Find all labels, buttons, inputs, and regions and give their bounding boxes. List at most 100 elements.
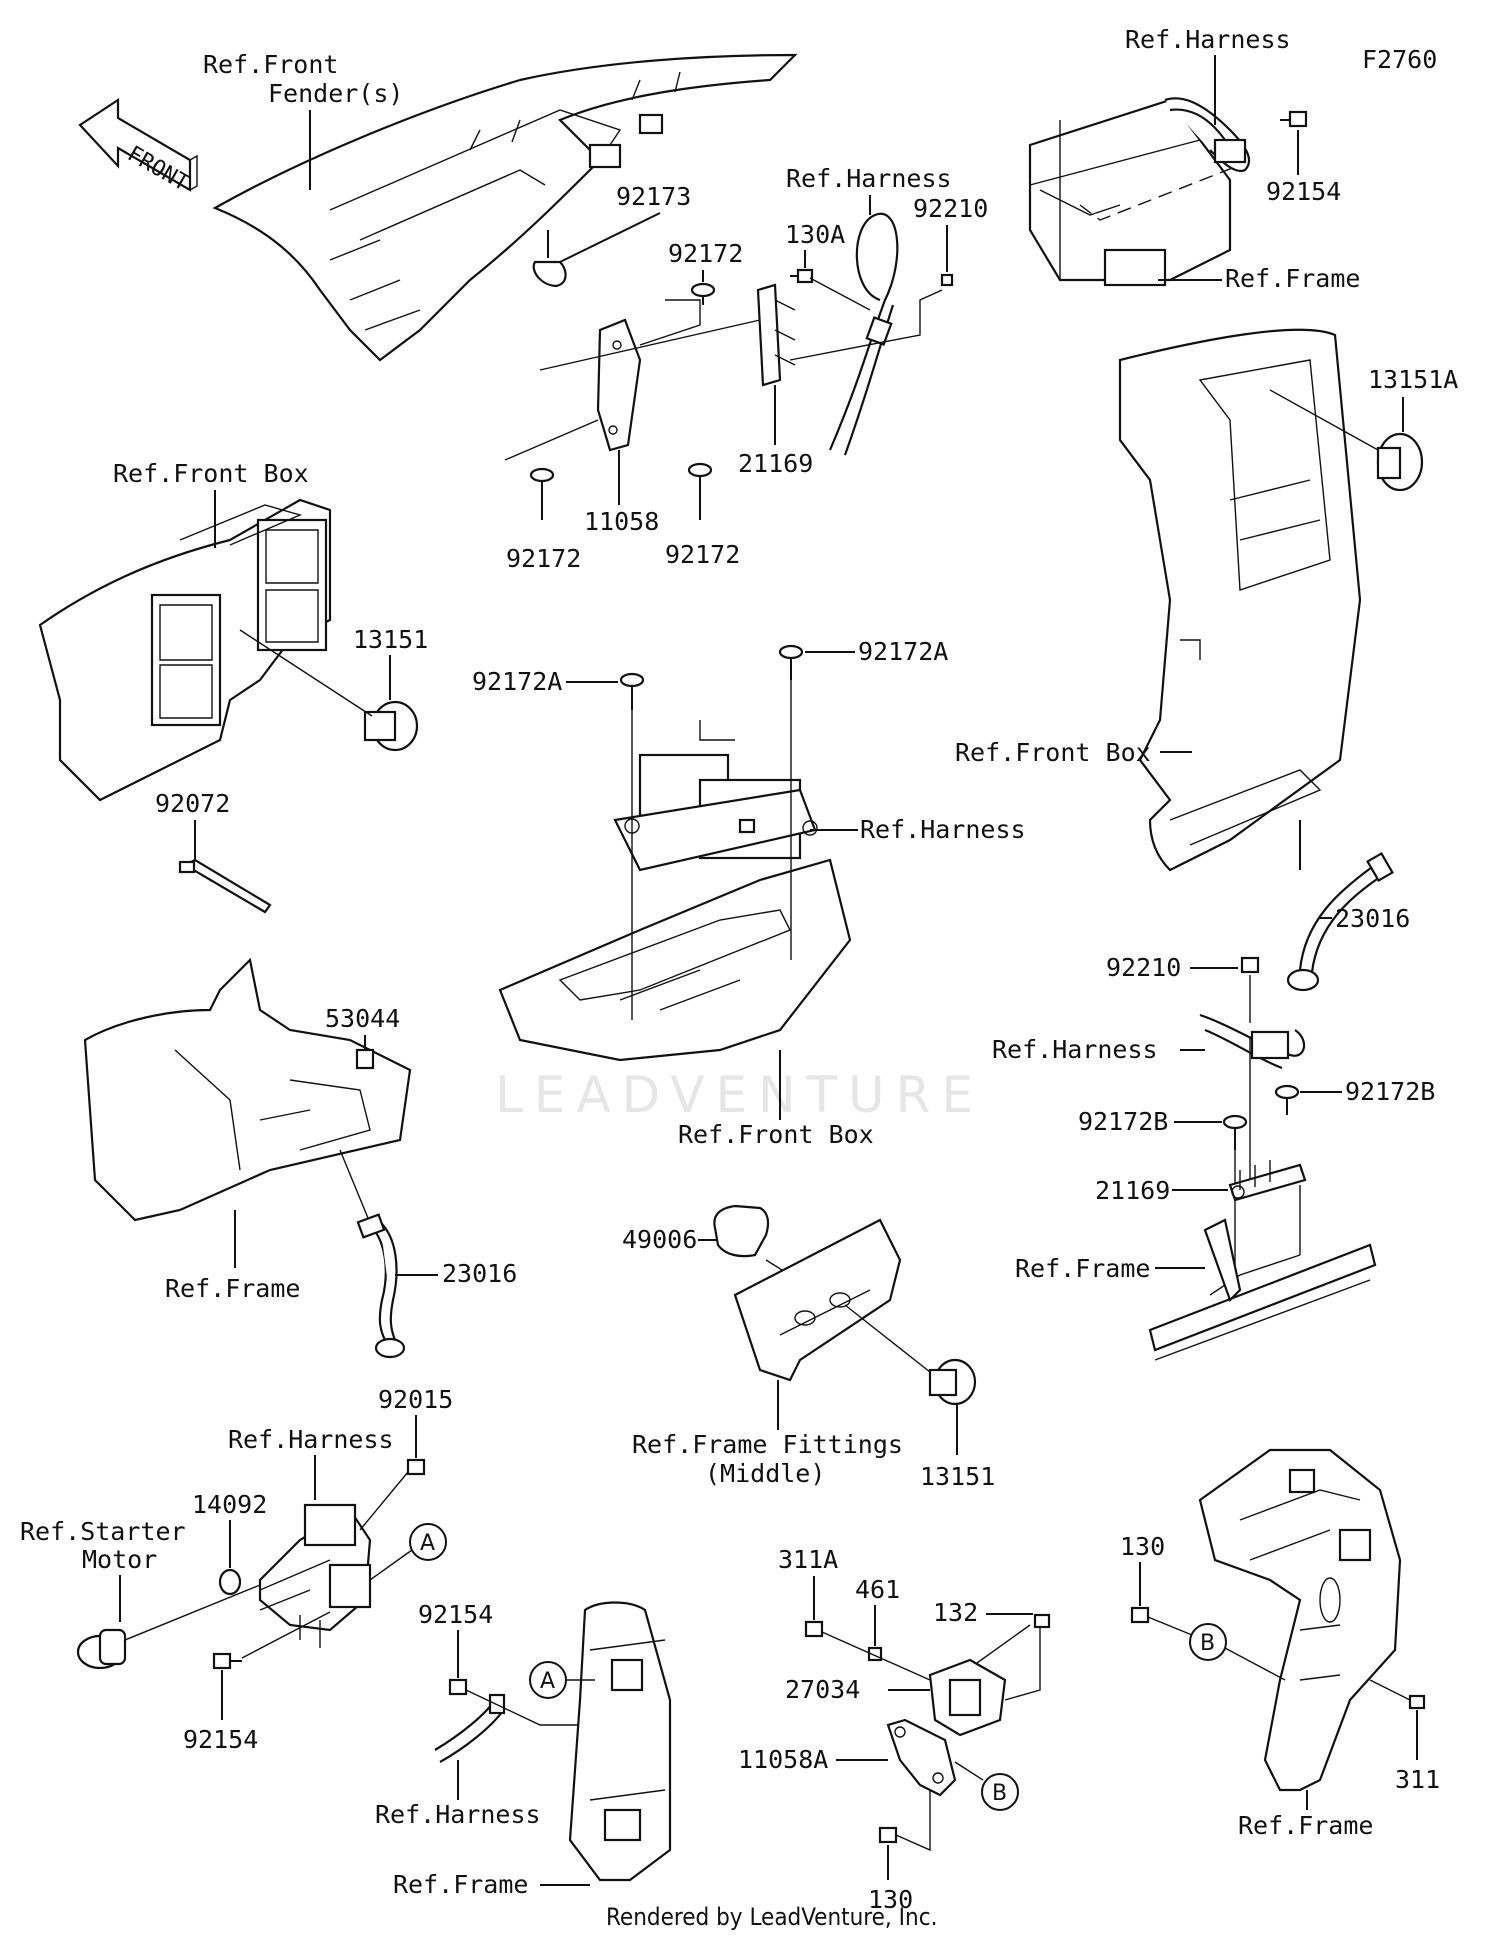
footer-credit: Rendered by LeadVenture, Inc. <box>606 1903 937 1931</box>
socket-13151A <box>1376 432 1424 492</box>
part-11058A: 11058A <box>738 1745 828 1774</box>
nut-92210-b <box>1240 956 1260 974</box>
label-ref-starter-motor-line1: Ref.Starter <box>20 1517 186 1546</box>
frame-bottom-center-illustration <box>568 1601 672 1882</box>
part-92072: 92072 <box>155 789 230 818</box>
relay-box-assembly <box>498 753 852 1062</box>
bracket-11058A <box>886 1718 957 1797</box>
callout-b-2: B <box>1189 1623 1227 1661</box>
harness-23016-right <box>1286 851 1394 992</box>
harness-bottom-center <box>434 1693 506 1763</box>
label-ref-frame-fittings-line1: Ref.Frame Fittings <box>632 1430 903 1459</box>
callout-b-1: B <box>981 1773 1019 1811</box>
bolt-92154-a <box>1280 110 1308 128</box>
frame-left-illustration <box>83 957 412 1222</box>
label-ref-frame-left: Ref.Frame <box>165 1274 300 1303</box>
bolt-130-a <box>878 1826 898 1844</box>
frame-fittings-illustration <box>733 1218 902 1382</box>
part-53044: 53044 <box>325 1004 400 1033</box>
label-ref-harness-right-middle: Ref.Harness <box>992 1035 1158 1064</box>
bolt-130-b <box>1130 1606 1150 1624</box>
part-92154-a: 92154 <box>1266 177 1341 206</box>
part-92210-a: 92210 <box>913 194 988 223</box>
frame-bottom-right-illustration <box>1198 1448 1402 1792</box>
callout-b-1-text: B <box>992 1781 1007 1806</box>
part-13151-left: 13151 <box>353 625 428 654</box>
front-fender-illustration <box>212 53 798 362</box>
part-49006: 49006 <box>622 1225 697 1254</box>
part-27034: 27034 <box>785 1675 860 1704</box>
label-ref-starter-motor-line2: Motor <box>82 1545 157 1574</box>
harness-right-middle <box>1199 1013 1306 1070</box>
screw-92172A-a <box>619 672 645 710</box>
part-13151-center: 13151 <box>920 1462 995 1491</box>
part-23016-left: 23016 <box>442 1259 517 1288</box>
label-ref-front-box-right: Ref.Front Box <box>955 738 1151 767</box>
watermark: LEADVENTURE <box>495 1066 984 1124</box>
label-ref-harness-relay: Ref.Harness <box>860 815 1026 844</box>
part-11058: 11058 <box>584 507 659 536</box>
callout-a-1: A <box>409 1523 447 1561</box>
front-box-right-illustration <box>1118 328 1362 872</box>
part-92210-b: 92210 <box>1106 953 1181 982</box>
part-92015: 92015 <box>378 1385 453 1414</box>
part-92172B-b: 92172B <box>1345 1077 1435 1106</box>
part-92172A-a: 92172A <box>472 667 562 696</box>
nut-311A <box>804 1620 824 1638</box>
label-ref-frame-bottom-center: Ref.Frame <box>393 1870 528 1899</box>
label-ref-front-fender-line2: Fender(s) <box>268 79 403 108</box>
label-ref-front-box-center: Ref.Front Box <box>678 1120 874 1149</box>
part-92154-c: 92154 <box>418 1600 493 1629</box>
part-21169-b: 21169 <box>1095 1176 1170 1205</box>
label-ref-frame-right-middle: Ref.Frame <box>1015 1254 1150 1283</box>
callout-b-2-text: B <box>1200 1631 1215 1656</box>
part-14092: 14092 <box>192 1490 267 1519</box>
screw-92172B-a <box>1274 1084 1300 1115</box>
part-130-b: 130 <box>1120 1532 1165 1561</box>
nut-132 <box>1033 1613 1051 1629</box>
part-92172B-a: 92172B <box>1078 1107 1168 1136</box>
socket-13151-center <box>928 1358 977 1406</box>
frame-top-right-illustration <box>1028 98 1241 287</box>
part-311: 311 <box>1395 1765 1440 1794</box>
cap-49006 <box>713 1204 770 1258</box>
part-21169-a: 21169 <box>738 449 813 478</box>
part-92172A-b: 92172A <box>858 637 948 666</box>
socket-13151-left <box>363 700 419 752</box>
label-ref-harness-bottom: Ref.Harness <box>375 1800 541 1829</box>
front-box-left-illustration <box>38 498 332 802</box>
bolt-92154-b <box>212 1652 242 1670</box>
harness-top-right <box>1164 97 1251 173</box>
part-92172-a: 92172 <box>668 239 743 268</box>
label-ref-harness-top-center: Ref.Harness <box>786 164 952 193</box>
starter-motor-terminal <box>76 1628 127 1670</box>
diagram-id: F2760 <box>1362 45 1437 74</box>
harness-23016-left <box>356 1213 406 1359</box>
screw-92172-a <box>690 282 716 305</box>
bracket-11058 <box>596 318 642 505</box>
screw-92172-b <box>529 467 555 495</box>
part-130-a: 130 <box>868 1885 913 1914</box>
screw-92172A-b <box>778 644 804 680</box>
label-ref-frame-top-right: Ref.Frame <box>1225 264 1360 293</box>
callout-a-1-text: A <box>420 1531 435 1556</box>
callout-a-2: A <box>529 1661 567 1699</box>
switch-27034 <box>928 1658 1007 1737</box>
nut-92210-a <box>940 273 954 287</box>
part-92172-b: 92172 <box>506 544 581 573</box>
part-92173: 92173 <box>616 182 691 211</box>
bolt-92154-c <box>448 1678 468 1696</box>
label-ref-harness-starter: Ref.Harness <box>228 1425 394 1454</box>
frame-right-middle-illustration <box>1148 1185 1377 1361</box>
nut-311 <box>1408 1694 1426 1710</box>
part-92172-c: 92172 <box>665 540 740 569</box>
washer-14092 <box>218 1568 242 1596</box>
label-ref-front-box-left: Ref.Front Box <box>113 459 309 488</box>
part-13151A: 13151A <box>1368 365 1458 394</box>
label-ref-harness-top-right: Ref.Harness <box>1125 25 1291 54</box>
clip-92173 <box>532 230 567 288</box>
bolt-130A <box>790 268 814 284</box>
clamp-21169-b <box>1228 1160 1307 1202</box>
part-311A: 311A <box>778 1545 838 1574</box>
